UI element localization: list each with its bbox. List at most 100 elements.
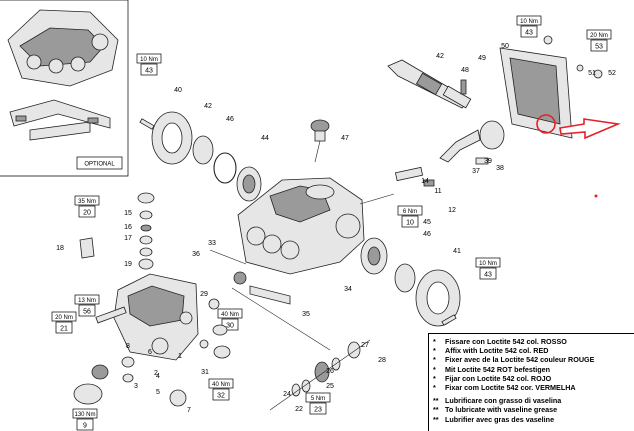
torque-value: 10 Nm — [479, 261, 497, 267]
highlight-circle — [536, 114, 556, 134]
callout-3: 3 — [134, 383, 138, 390]
legend-star: ** — [433, 405, 439, 415]
torque-box-t10b: 10 Nm 43 — [516, 15, 542, 38]
legend-grease-group: **Lubrificare con grasso di vaselina**To… — [433, 396, 630, 424]
legend-star: * — [433, 383, 436, 393]
legend-text: Mit Loctite 542 ROT befestigen — [445, 364, 551, 374]
torque-ref: 30 — [226, 323, 234, 330]
legend-line: *Fixer avec de la Loctite 542 couleur RO… — [433, 355, 630, 364]
callout-27: 27 — [361, 342, 369, 349]
oil-seal-left — [192, 135, 214, 165]
callout-4: 4 — [156, 373, 160, 380]
callout-46: 46 — [226, 116, 234, 123]
bearing-left — [236, 166, 262, 202]
plunger-guide — [359, 166, 435, 205]
side-plugs — [199, 298, 231, 359]
crankshaft — [387, 59, 472, 109]
callout-45: 45 — [423, 219, 431, 226]
callout-29: 29 — [200, 291, 208, 298]
callout-12: 12 — [448, 207, 456, 214]
torque-value: 20 Nm — [55, 315, 73, 321]
cap-screw — [475, 157, 489, 165]
callout-22: 22 — [295, 406, 303, 413]
torque-value: 10 Nm — [140, 57, 158, 63]
callout-36: 36 — [192, 251, 200, 258]
legend-text: Lubrifier avec gras des vaseline — [445, 414, 555, 424]
torque-ref: 9 — [83, 423, 87, 430]
torque-box-t10c: 10 Nm 43 — [475, 257, 501, 280]
callout-16: 16 — [124, 224, 132, 231]
callout-11: 11 — [434, 188, 441, 195]
callout-6: 6 — [148, 349, 152, 356]
callout-41: 41 — [453, 248, 461, 255]
legend-line: *Fissare con Loctite 542 col. ROSSO — [433, 337, 630, 346]
torque-value: 40 Nm — [212, 382, 230, 388]
callout-2: 2 — [154, 370, 158, 377]
optional-label: OPTIONAL — [84, 162, 115, 168]
callout-50: 50 — [501, 43, 509, 50]
legend-line: *Affix with Loctite 542 col. RED — [433, 346, 630, 355]
manifold-head — [113, 273, 199, 361]
rear-cover — [499, 35, 603, 139]
key — [460, 79, 467, 95]
legend-text: Affix with Loctite 542 col. RED — [445, 346, 549, 356]
legend-text: Fixar com Loctite 542 cor. VERMELHA — [445, 383, 576, 393]
valve-stack — [79, 192, 155, 270]
torque-value: 35 Nm — [78, 199, 96, 205]
pump-housing — [237, 177, 365, 275]
callout-25: 25 — [326, 383, 334, 390]
callout-51: 51 — [588, 70, 596, 77]
callout-24: 24 — [283, 391, 291, 398]
callout-33: 33 — [208, 240, 216, 247]
legend-text: Fijar con Loctite 542 col. ROJO — [445, 373, 552, 383]
optional-inset: OPTIONAL — [0, 0, 129, 177]
inset-bracket — [9, 99, 111, 141]
callout-44: 44 — [261, 135, 269, 142]
torque-ref: 53 — [595, 44, 603, 51]
torque-ref: 32 — [217, 393, 225, 400]
torque-value: 5 Nm — [311, 396, 325, 402]
legend-line: * Fixar com Loctite 542 cor. VERMELHA — [433, 383, 630, 392]
torque-ref: 43 — [525, 30, 533, 37]
plunger — [209, 249, 331, 351]
callout-34: 34 — [344, 286, 352, 293]
oil-seal-right — [394, 263, 416, 293]
callout-31: 31 — [201, 369, 209, 376]
torque-value: 40 Nm — [221, 312, 239, 318]
callout-8: 8 — [126, 343, 130, 350]
legend-star: * — [433, 337, 436, 346]
connecting-rod — [439, 120, 505, 163]
legend-box: *Fissare con Loctite 542 col. ROSSO*Affi… — [428, 333, 634, 431]
callout-42: 42 — [436, 53, 444, 60]
callout-42: 42 — [204, 103, 212, 110]
torque-value: 10 Nm — [520, 19, 538, 25]
torque-value: 130 Nm — [74, 412, 95, 418]
legend-line: **To lubricate with vaseline grease — [433, 405, 630, 414]
torque-ref: 43 — [484, 272, 492, 279]
legend-star: * — [433, 373, 436, 383]
legend-text: Fixer avec de la Loctite 542 couleur ROU… — [445, 355, 595, 365]
bearing-cover-left — [151, 111, 193, 165]
inset-pump-body — [7, 9, 119, 87]
optional-label-box — [76, 156, 123, 170]
legend-line: ** Lubrifier avec gras des vaseline — [433, 415, 630, 424]
torque-ref: 43 — [145, 68, 153, 75]
legend-line: **Lubrificare con grasso di vaselina — [433, 396, 630, 405]
legend-star: ** — [433, 396, 439, 406]
rear-bolt — [441, 314, 457, 326]
bottom-plugs — [73, 306, 187, 407]
oil-dipstick — [310, 119, 330, 163]
legend-star: ** — [433, 414, 439, 424]
callout-40: 40 — [174, 87, 182, 94]
torque-box-t40a: 40 Nm 30 — [217, 308, 243, 331]
callout-1: 1 — [178, 353, 182, 360]
torque-box-t130: 130 Nm 9 — [72, 408, 98, 431]
